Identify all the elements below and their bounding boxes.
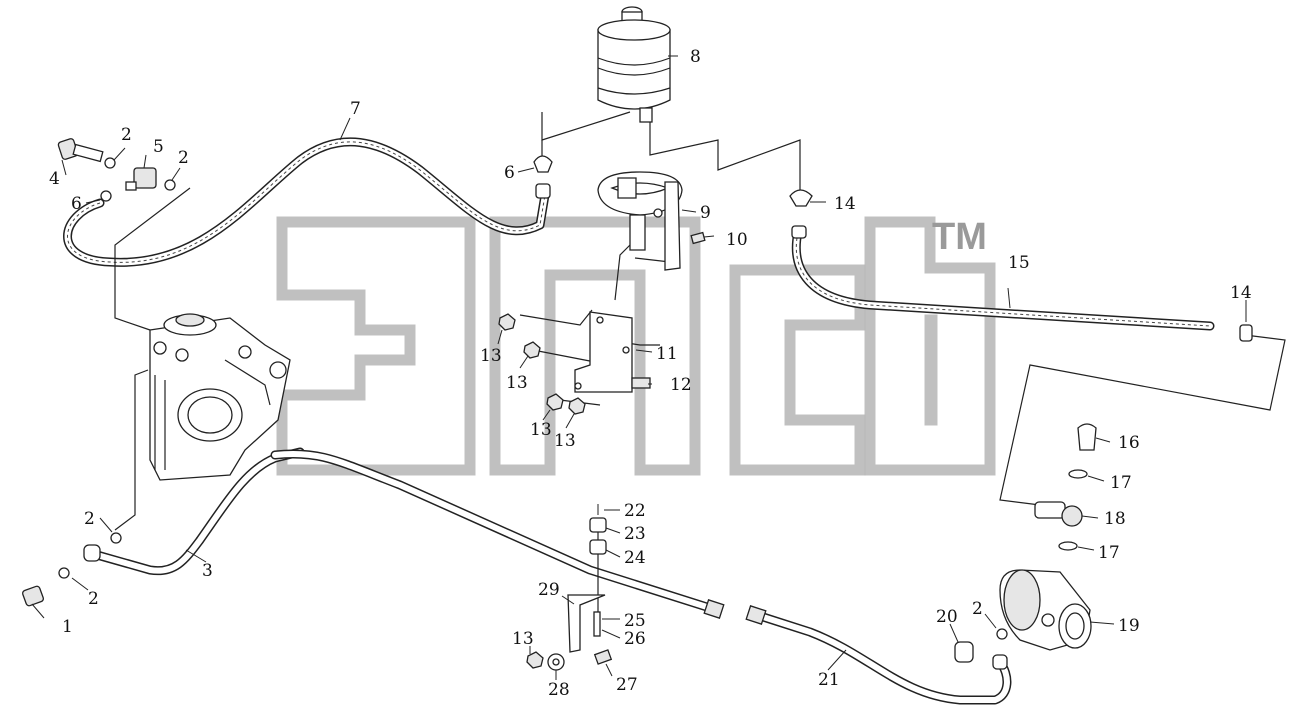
callout-2-e: 2: [972, 599, 983, 619]
bolt-10: [690, 231, 715, 245]
callout-19: 19: [1118, 616, 1140, 636]
callout-29: 29: [538, 580, 560, 600]
callout-25: 25: [624, 611, 646, 631]
callout-3: 3: [202, 561, 213, 581]
callout-6-a: 6: [71, 194, 82, 214]
callout-13-b: 13: [506, 373, 528, 393]
callout-15: 15: [1008, 253, 1030, 273]
callout-18: 18: [1104, 509, 1126, 529]
callout-2-a: 2: [88, 589, 99, 609]
callout-26: 26: [624, 629, 646, 649]
callout-7: 7: [350, 99, 361, 119]
callout-13-c: 13: [530, 420, 552, 440]
fitting-1: [22, 532, 122, 607]
callout-9: 9: [700, 203, 711, 223]
callout-12: 12: [670, 375, 692, 395]
callout-13-d: 13: [554, 431, 576, 451]
callout-4: 4: [49, 169, 60, 189]
callout-11: 11: [656, 344, 678, 364]
callout-21: 21: [818, 670, 840, 690]
callout-labels: 1 2 2 2 2 2 3 4 5 6 6 7 8 9 10 11 12 13 …: [49, 47, 1252, 700]
bracket-11: [574, 311, 633, 393]
bolt-12: [631, 377, 651, 389]
clamp-14-right: [1239, 324, 1253, 342]
pump-19: [999, 569, 1092, 651]
clip-assembly-22-29: [547, 504, 613, 671]
clamp-14-top: [789, 189, 813, 239]
callout-16: 16: [1118, 433, 1140, 453]
callout-5: 5: [153, 137, 164, 157]
pipes: [63, 137, 1215, 705]
callout-17-a: 17: [1110, 473, 1132, 493]
clamp-6-top: [533, 155, 553, 199]
callout-2-d: 2: [178, 148, 189, 168]
bracket-9: [597, 171, 683, 271]
fitting-20: [954, 628, 1008, 663]
reservoir-8: [597, 6, 671, 123]
callout-1: 1: [62, 617, 73, 637]
callout-13-e: 13: [512, 629, 534, 649]
callout-23: 23: [624, 524, 646, 544]
callout-14-a: 14: [834, 194, 856, 214]
callout-13-a: 13: [480, 346, 502, 366]
leader-lines: [31, 55, 1247, 680]
callout-28: 28: [548, 680, 570, 700]
callout-24: 24: [624, 548, 646, 568]
fittings-16-18: [1034, 423, 1097, 551]
callout-27: 27: [616, 675, 638, 695]
callout-8: 8: [690, 47, 701, 67]
banjo-fittings-4-5: [57, 138, 176, 202]
watermark-logo: TM: [276, 216, 996, 476]
callout-20: 20: [936, 607, 958, 627]
callout-14-b: 14: [1230, 283, 1252, 303]
watermark-tm: TM: [932, 216, 987, 258]
callout-2-c: 2: [121, 125, 132, 145]
nuts-13: [498, 313, 586, 669]
callout-17-b: 17: [1098, 543, 1120, 563]
callout-2-b: 2: [84, 509, 95, 529]
steering-gear-box: [149, 313, 291, 481]
callout-10: 10: [726, 230, 748, 250]
callout-6-b: 6: [504, 163, 515, 183]
callout-22: 22: [624, 501, 646, 521]
